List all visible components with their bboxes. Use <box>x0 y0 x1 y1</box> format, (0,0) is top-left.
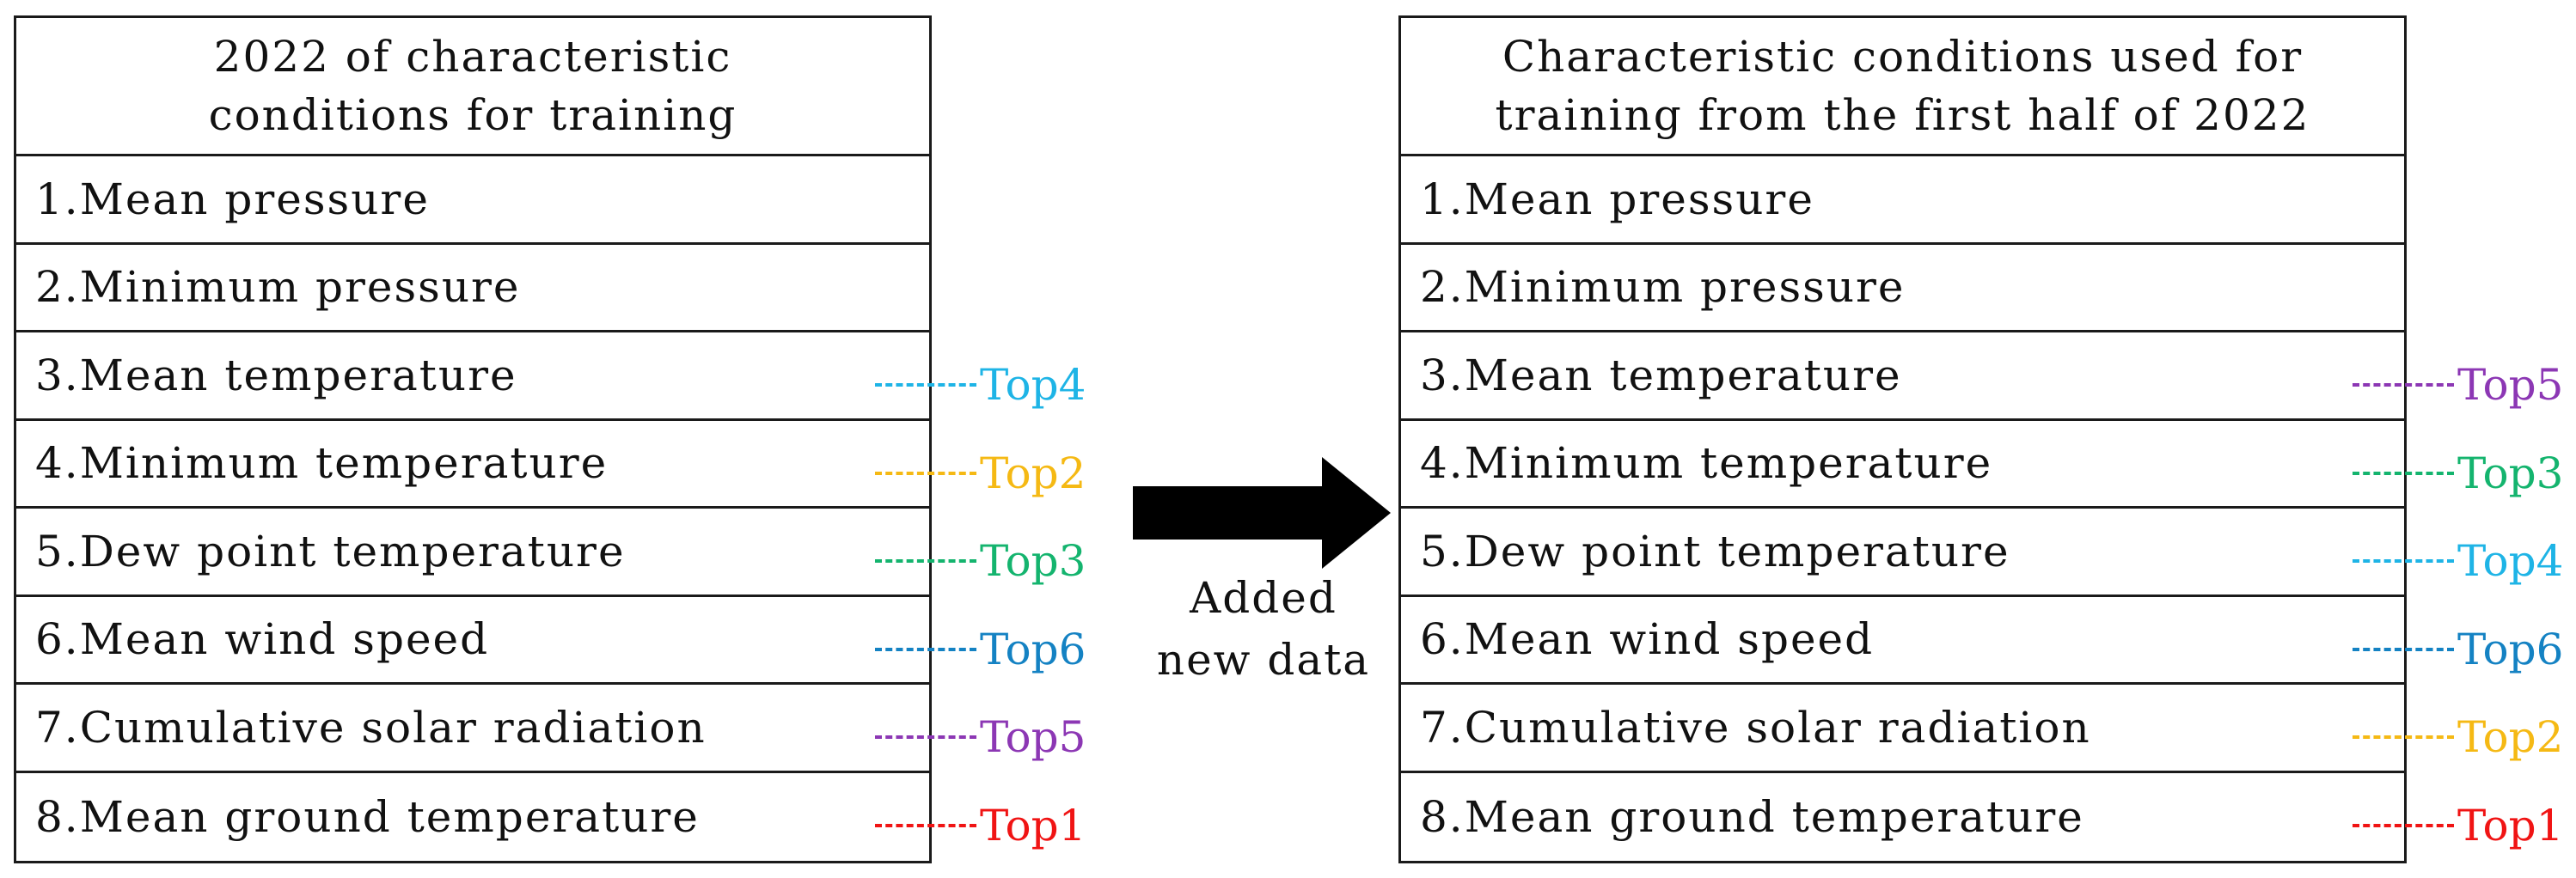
left-row-3: 3.Mean temperature <box>16 332 929 421</box>
right-feature-table: Characteristic conditions used for train… <box>1398 15 2407 863</box>
rank-label: Top3 <box>980 536 1086 587</box>
left-row-7: 7.Cumulative solar radiation <box>16 685 929 773</box>
dash-leader <box>2353 823 2454 827</box>
rank-label: Top2 <box>2457 712 2564 763</box>
right-rank-top6: Top6 <box>2353 624 2563 675</box>
left-rank-top1: Top1 <box>875 800 1086 851</box>
dash-leader <box>2353 559 2454 564</box>
right-table-title: Characteristic conditions used for train… <box>1401 18 2404 156</box>
rank-label: Top6 <box>2457 624 2564 674</box>
rank-label: Top5 <box>980 712 1086 763</box>
left-row-4: 4.Minimum temperature <box>16 421 929 509</box>
left-rank-top6: Top6 <box>875 624 1086 675</box>
right-rank-top4: Top4 <box>2353 535 2563 587</box>
right-rank-top1: Top1 <box>2353 800 2563 851</box>
rank-label: Top3 <box>2457 448 2564 498</box>
rank-label: Top2 <box>980 448 1086 498</box>
right-row-7: 7.Cumulative solar radiation <box>1401 685 2404 773</box>
right-rank-top3: Top3 <box>2353 448 2563 499</box>
right-row-1: 1.Mean pressure <box>1401 156 2404 245</box>
left-row-8: 8.Mean ground temperature <box>35 791 700 842</box>
left-row-2: 2.Minimum pressure <box>16 245 929 332</box>
rank-label: Top1 <box>980 800 1086 851</box>
arrow-label: Added new data <box>1156 573 1371 685</box>
right-row-6: 6.Mean wind speed <box>1401 597 2404 685</box>
right-rank-top5: Top5 <box>2353 359 2563 411</box>
right-row-8: 8.Mean ground temperature <box>1420 791 2084 842</box>
right-arrow-icon <box>1133 457 1391 569</box>
dash-leader <box>875 823 976 827</box>
rank-label: Top6 <box>980 624 1086 674</box>
left-rank-top2: Top2 <box>875 448 1086 499</box>
left-row-5: 5.Dew point temperature <box>16 509 929 597</box>
dash-leader <box>875 383 976 387</box>
left-row-1: 1.Mean pressure <box>16 156 929 245</box>
left-rank-top5: Top5 <box>875 711 1086 763</box>
dash-leader <box>2353 735 2454 740</box>
rank-label: Top4 <box>2457 536 2564 587</box>
dash-leader <box>875 735 976 740</box>
rank-label: Top5 <box>2457 360 2564 411</box>
dash-leader <box>875 559 976 564</box>
left-rank-top3: Top3 <box>875 535 1086 587</box>
right-row-3: 3.Mean temperature <box>1401 332 2404 421</box>
left-row-6: 6.Mean wind speed <box>16 597 929 685</box>
right-row-2: 2.Minimum pressure <box>1401 245 2404 332</box>
dash-leader <box>2353 647 2454 651</box>
rank-label: Top4 <box>980 360 1086 411</box>
left-rank-top4: Top4 <box>875 359 1086 411</box>
dash-leader <box>875 647 976 651</box>
right-row-4: 4.Minimum temperature <box>1401 421 2404 509</box>
dash-leader <box>875 471 976 475</box>
rank-label: Top1 <box>2457 800 2564 851</box>
right-rank-top2: Top2 <box>2353 711 2563 763</box>
left-feature-table: 2022 of characteristic conditions for tr… <box>14 15 932 863</box>
arrow-shape <box>1133 457 1391 569</box>
left-table-title: 2022 of characteristic conditions for tr… <box>16 18 929 156</box>
right-row-5: 5.Dew point temperature <box>1401 509 2404 597</box>
dash-leader <box>2353 383 2454 387</box>
dash-leader <box>2353 471 2454 475</box>
